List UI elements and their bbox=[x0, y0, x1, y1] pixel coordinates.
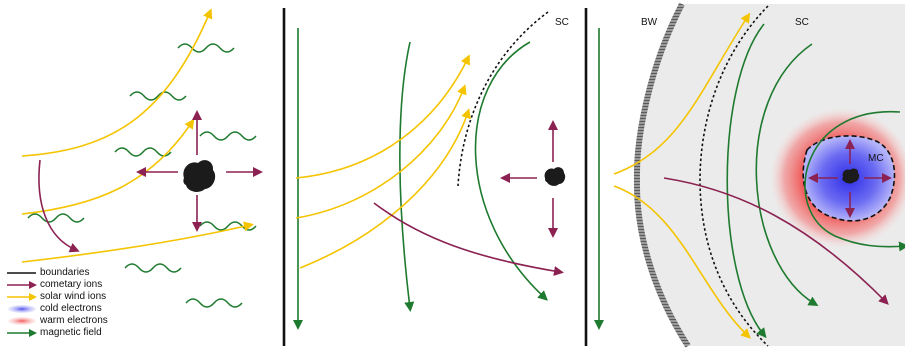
legend-item-cometary-ions: cometary ions bbox=[6, 279, 146, 291]
panel-2: SC bbox=[293, 11, 569, 330]
magnetic-field-line bbox=[399, 41, 415, 312]
legend-label: boundaries bbox=[40, 267, 90, 278]
cometary-ion-arrow bbox=[663, 177, 889, 305]
legend-label: warm electrons bbox=[40, 315, 108, 326]
magnetic-field-line bbox=[726, 23, 767, 339]
field-wave bbox=[124, 263, 182, 273]
solar-wind-ion-arrow bbox=[299, 108, 471, 269]
legend-label: magnetic field bbox=[40, 327, 102, 338]
solar-wind-ion-arrow bbox=[295, 84, 467, 219]
solar-wind-arrow-icon bbox=[7, 293, 37, 301]
magnetic-field-line bbox=[804, 111, 905, 252]
field-wave bbox=[114, 147, 172, 157]
cometary-ion-arrow-icon bbox=[7, 281, 37, 289]
comet-nucleus-group bbox=[808, 139, 892, 218]
sc-boundary bbox=[457, 11, 549, 187]
legend-item-magnetic-field: magnetic field bbox=[6, 327, 146, 339]
magnetic-field-arrow-icon bbox=[7, 329, 37, 337]
solar-wind-ion-paths bbox=[613, 12, 751, 339]
field-wave bbox=[177, 43, 235, 53]
legend-item-boundaries: boundaries bbox=[6, 267, 146, 279]
panel-3: BW SC MC bbox=[594, 2, 905, 348]
cold-electron-blob-icon bbox=[8, 305, 36, 313]
sc-boundary bbox=[699, 5, 769, 347]
solar-wind-ion-arrow bbox=[295, 54, 470, 179]
solar-wind-ion-paths bbox=[21, 8, 254, 263]
bow-wave-boundary bbox=[633, 2, 691, 348]
nucleus-icon bbox=[842, 168, 860, 184]
solar-wind-ion-paths bbox=[295, 54, 471, 269]
solar-wind-ion-arrow bbox=[21, 8, 213, 157]
bw-label: BW bbox=[641, 17, 658, 28]
legend-item-warm-electrons: warm electrons bbox=[6, 315, 146, 327]
magnetic-field-waves bbox=[27, 43, 257, 308]
comet-nucleus-group bbox=[136, 110, 263, 232]
nucleus-icon bbox=[183, 160, 216, 192]
sc-label: SC bbox=[795, 17, 809, 28]
magnetic-field-line bbox=[474, 41, 548, 301]
solar-wind-ion-arrow bbox=[21, 221, 254, 263]
cometary-ion-arrow bbox=[38, 159, 80, 253]
comet-nucleus-group bbox=[500, 120, 566, 238]
legend-label: cold electrons bbox=[40, 303, 102, 314]
boundary-line-icon bbox=[7, 272, 36, 274]
field-wave bbox=[199, 131, 257, 141]
solar-wind-ion-arrow bbox=[21, 118, 195, 215]
solar-wind-ion-arrow bbox=[613, 185, 751, 339]
mc-boundary bbox=[802, 135, 896, 222]
field-wave bbox=[27, 213, 85, 223]
legend-label: solar wind ions bbox=[40, 291, 107, 302]
field-wave bbox=[185, 298, 243, 308]
nucleus-icon bbox=[544, 167, 566, 186]
panel-1 bbox=[21, 8, 263, 308]
warm-electron-blob-icon bbox=[8, 317, 36, 325]
sc-label: SC bbox=[555, 17, 569, 28]
legend: boundaries cometary ions solar wind ions… bbox=[6, 267, 146, 339]
draped-field-lines bbox=[726, 23, 905, 339]
mc-label: MC bbox=[868, 153, 884, 164]
field-wave bbox=[129, 91, 187, 101]
solar-wind-ion-arrow bbox=[613, 12, 751, 175]
magnetic-field-line bbox=[755, 43, 819, 307]
legend-item-solar-wind-ions: solar wind ions bbox=[6, 291, 146, 303]
legend-label: cometary ions bbox=[40, 279, 103, 290]
cometary-ion-arrow bbox=[373, 202, 564, 276]
legend-item-cold-electrons: cold electrons bbox=[6, 303, 146, 315]
